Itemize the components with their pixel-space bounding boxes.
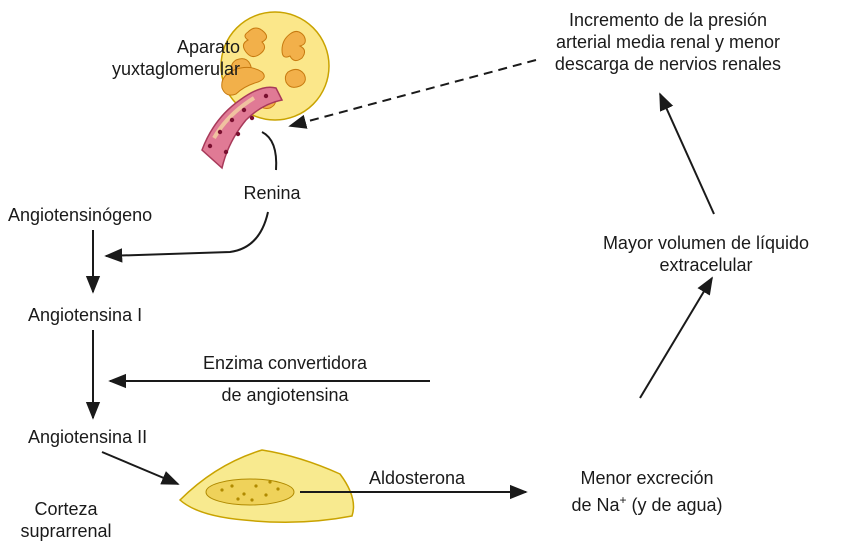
feedback-dashed-arrow: [288, 59, 537, 129]
pressure-line-3: descarga de nervios renales: [554, 54, 782, 74]
na-excretion-label: Menor excreción de Na+ (y de agua): [532, 467, 762, 516]
ace-label: Enzima convertidora de angiotensina: [150, 352, 420, 406]
jg-apparatus-line-1: Aparato: [176, 37, 240, 57]
ace-line-1: Enzima convertidora: [202, 353, 368, 373]
cortex-line-1: Corteza: [34, 499, 98, 519]
ecf-line-1: Mayor volumen de líquido: [602, 233, 810, 253]
na-excretion-line-2: de Na+ (y de agua): [532, 489, 762, 516]
na-excretion-line-1: Menor excreción: [580, 468, 714, 488]
volume-to-pressure-arrow: [659, 92, 715, 215]
adrenal-cortex-label: Corteza suprarrenal: [6, 498, 126, 542]
pressure-line-2: arterial media renal y menor: [555, 32, 781, 52]
pressure-increase-label: Incremento de la presión arterial media …: [502, 9, 834, 75]
pressure-line-1: Incremento de la presión: [568, 10, 768, 30]
jg-apparatus-label: Aparato yuxtaglomerular: [102, 36, 240, 80]
angiotensin-1-label: Angiotensina I: [28, 305, 143, 325]
aldosterone-label: Aldosterona: [368, 468, 466, 488]
jg-apparatus-line-2: yuxtaglomerular: [111, 59, 240, 79]
excretion-to-volume-arrow: [639, 276, 713, 399]
adrenal-cortex-icon: [178, 449, 355, 523]
ecf-volume-label: Mayor volumen de líquido extracelular: [586, 232, 826, 276]
na-prefix: de Na: [571, 495, 620, 515]
na-suffix: (y de agua): [626, 495, 723, 515]
renin-label: Renina: [243, 183, 301, 203]
ang2-to-cortex-arrow: [101, 451, 180, 485]
renin-secretion-line: [261, 131, 278, 171]
na-superscript: +: [619, 493, 627, 507]
ace-line-2: de angiotensina: [221, 385, 349, 405]
ecf-line-2: extracelular: [659, 255, 753, 275]
angiotensinogen-label: Angiotensinógeno: [8, 205, 153, 225]
juxtaglomerular-apparatus-icon: [201, 11, 330, 170]
renin-action-arrow: [104, 211, 269, 263]
angiotensin-2-label: Angiotensina II: [28, 427, 148, 447]
cortex-line-2: suprarrenal: [20, 521, 112, 541]
